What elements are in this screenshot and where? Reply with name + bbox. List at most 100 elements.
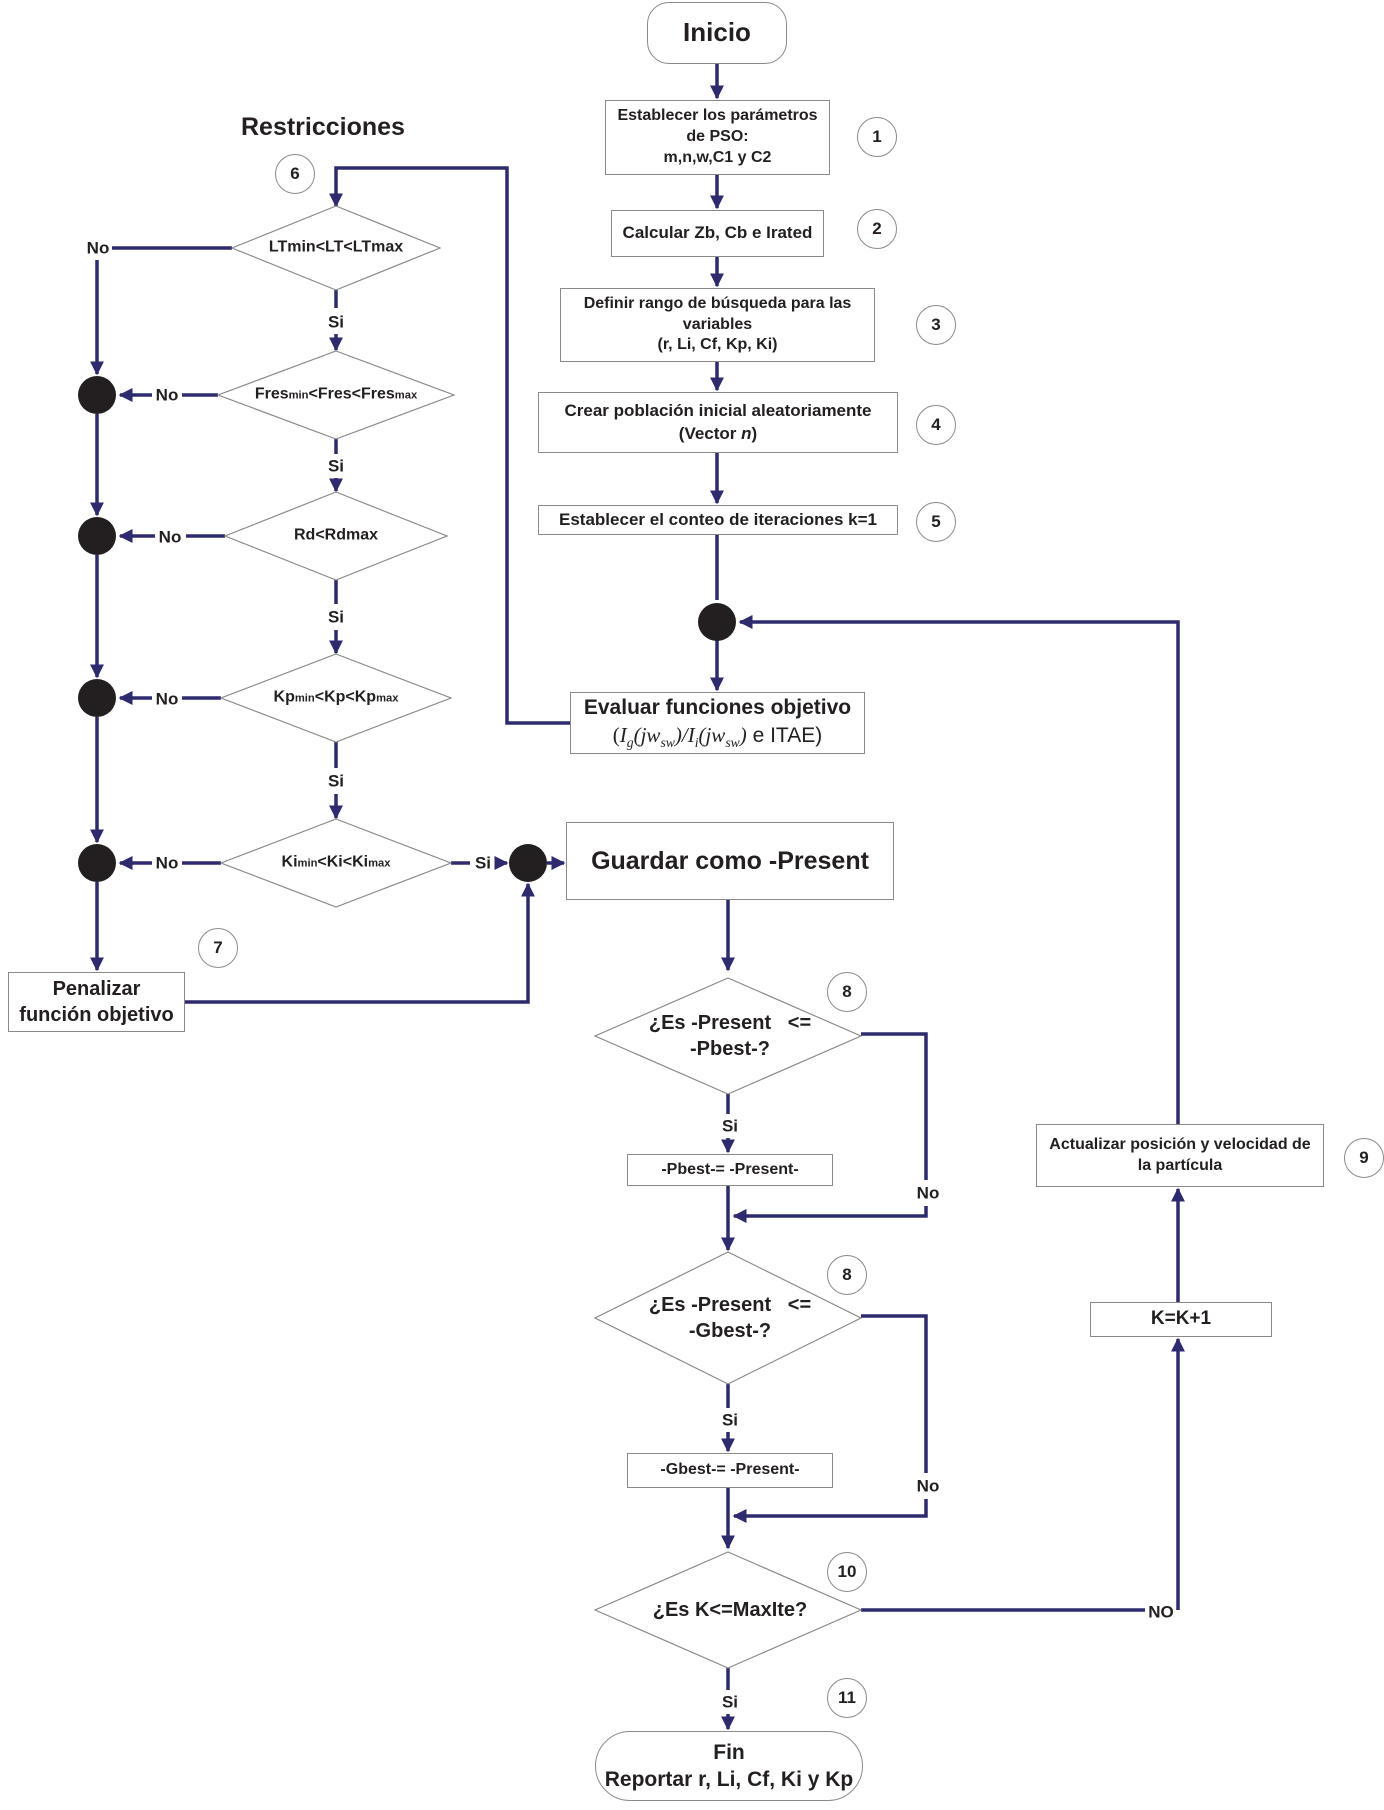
- edge-label-no-pbest: No: [915, 1183, 941, 1203]
- eval-jw1: (jw: [633, 722, 661, 747]
- step-number-1: 1: [857, 117, 897, 157]
- step-number-8a: 8: [827, 972, 867, 1012]
- step3-line3: (r, Li, Cf, Kp, Ki): [657, 336, 778, 354]
- fres-b: <Fres<Fres: [308, 385, 395, 403]
- edge-label-yes-gbest: Si: [720, 1410, 740, 1430]
- step1-line2: de PSO:: [686, 128, 749, 146]
- end-terminal: Fin Reportar r, Li, Cf, Ki y Kp: [595, 1731, 863, 1801]
- junction-node-1: [78, 376, 116, 414]
- end-line1: Fin: [713, 1740, 745, 1764]
- decision-gbest-line1: ¿Es -Present <=: [648, 1294, 812, 1316]
- ki-b: <Ki<Ki: [317, 853, 369, 871]
- constraints-title: Restricciones: [241, 113, 405, 141]
- increment-label: K=K+1: [1150, 1308, 1212, 1330]
- arrow-evaluate-to-constraints: [329, 166, 570, 725]
- step-set-iteration-count: Establecer el conteo de iteraciones k=1: [538, 505, 898, 535]
- edge-label-yes-maxite: Si: [720, 1692, 740, 1712]
- step-save-present: Guardar como -Present: [566, 822, 894, 900]
- update-line1: Actualizar posición y velocidad de: [1049, 1135, 1311, 1153]
- step-number-10: 10: [827, 1552, 867, 1592]
- step4-var: n: [741, 423, 752, 443]
- step-create-initial-population: Crear población inicial aleatoriamente (…: [538, 392, 898, 453]
- junction-node-4: [78, 844, 116, 882]
- merge-node: [509, 844, 547, 882]
- step-evaluate-objectives: Evaluar funciones objetivo (Ig(jwsw)/Ii(…: [570, 692, 865, 754]
- step4-suffix: ): [751, 423, 758, 443]
- eval-jw2-sub: sw: [725, 734, 740, 750]
- ki-a-sub: min: [297, 857, 318, 870]
- arrow-pbest-no: [732, 1206, 928, 1223]
- decision-maxite: ¿Es K<=MaxIte?: [652, 1599, 808, 1621]
- ki-a: Ki: [281, 853, 298, 871]
- step-increment-k: K=K+1: [1090, 1302, 1272, 1337]
- diamond-gbest: [593, 1251, 863, 1385]
- edge-label-yes-2: Si: [326, 456, 346, 476]
- step3-line2: variables: [682, 315, 753, 333]
- edge-label-yes-3: Si: [326, 607, 346, 627]
- step4-line2: (Vector n): [679, 423, 757, 445]
- edge-label-yes-4: Si: [326, 771, 346, 791]
- junction-node-2: [78, 517, 116, 555]
- junction-node-3: [78, 679, 116, 717]
- edge-label-no-2: No: [154, 385, 180, 405]
- step-number-8b: 8: [827, 1255, 867, 1295]
- assign-pbest-label: -Pbest-= -Present-: [661, 1160, 799, 1178]
- step-update-particle: Actualizar posición y velocidad de la pa…: [1036, 1124, 1324, 1187]
- decision-gbest-line2: -Gbest-?: [688, 1320, 772, 1342]
- constraint-kp: Kpmin<Kp<Kpmax: [274, 688, 399, 709]
- eval-ii: I: [687, 722, 695, 747]
- eval-ig: I: [619, 722, 627, 747]
- step4-prefix: (Vector: [678, 423, 742, 443]
- end-line2: Reportar r, Li, Cf, Ki y Kp: [604, 1768, 854, 1791]
- decision-pbest-line2: -Pbest-?: [689, 1038, 770, 1060]
- step-number-4: 4: [916, 405, 956, 445]
- eval-suffix: e ITAE): [746, 723, 823, 747]
- kp-a: Kp: [273, 688, 295, 706]
- assign-gbest-label: -Gbest-= -Present-: [660, 1461, 800, 1479]
- update-line2: la partícula: [1137, 1156, 1223, 1174]
- line-gbest-no-a: [861, 1314, 928, 1473]
- arrow-update-to-loop-node: [738, 615, 1180, 1124]
- evaluate-line1: Evaluar funciones objetivo: [583, 696, 852, 720]
- diamond-maxite: [593, 1551, 863, 1669]
- step-set-pso-parameters: Establecer los parámetros de PSO: m,n,w,…: [605, 100, 830, 175]
- diamond-rd: [223, 491, 449, 581]
- ki-b-sub: max: [368, 857, 391, 870]
- decision-gbest: ¿Es -Present <= -Gbest-?: [649, 1292, 811, 1344]
- eval-jw2: (jw: [698, 722, 726, 747]
- diamond-ki: [219, 818, 453, 908]
- step1-line1: Establecer los parámetros: [617, 107, 818, 125]
- edge-label-no-maxite: NO: [1147, 1602, 1175, 1622]
- start-label: Inicio: [683, 17, 751, 48]
- constraint-ki: Kimin<Ki<Kimax: [282, 853, 391, 874]
- step-number-3: 3: [916, 305, 956, 345]
- diamond-lt: [230, 205, 442, 291]
- edge-label-yes-5: Si: [473, 853, 493, 873]
- fres-a-sub: min: [288, 389, 309, 402]
- start-terminal: Inicio: [647, 2, 787, 64]
- step-number-2: 2: [857, 209, 897, 249]
- edge-label-yes-pbest: Si: [720, 1116, 740, 1136]
- arrow-penalize-to-merge: [185, 882, 535, 1004]
- diamond-fres: [216, 350, 456, 440]
- line-pbest-no-a: [861, 1032, 928, 1180]
- diamond-pbest: [593, 977, 863, 1095]
- step-number-6: 6: [275, 154, 315, 194]
- eval-ig-sub: g: [626, 734, 634, 750]
- step3-line1: Definir rango de búsqueda para las: [583, 294, 852, 312]
- arrow-gbest-no: [732, 1499, 928, 1523]
- edge-label-no-5: No: [154, 853, 180, 873]
- step-assign-pbest: -Pbest-= -Present-: [627, 1154, 833, 1186]
- step2-label: Calcular Zb, Cb e Irated: [622, 223, 813, 243]
- decision-pbest-line1: ¿Es -Present <=: [648, 1012, 812, 1034]
- kp-b: <Kp<Kp: [314, 688, 377, 706]
- edge-label-yes-1: Si: [326, 312, 346, 332]
- penalize-line1: Penalizar: [52, 978, 141, 1000]
- step-calculate-zb-cb: Calcular Zb, Cb e Irated: [611, 210, 824, 257]
- eval-close2: ): [739, 722, 747, 747]
- edge-label-no-4: No: [154, 689, 180, 709]
- evaluate-line2: (Ig(jwsw)/Ii(jwsw) e ITAE): [613, 722, 822, 752]
- loop-node: [698, 603, 736, 641]
- eval-open: (: [612, 722, 620, 747]
